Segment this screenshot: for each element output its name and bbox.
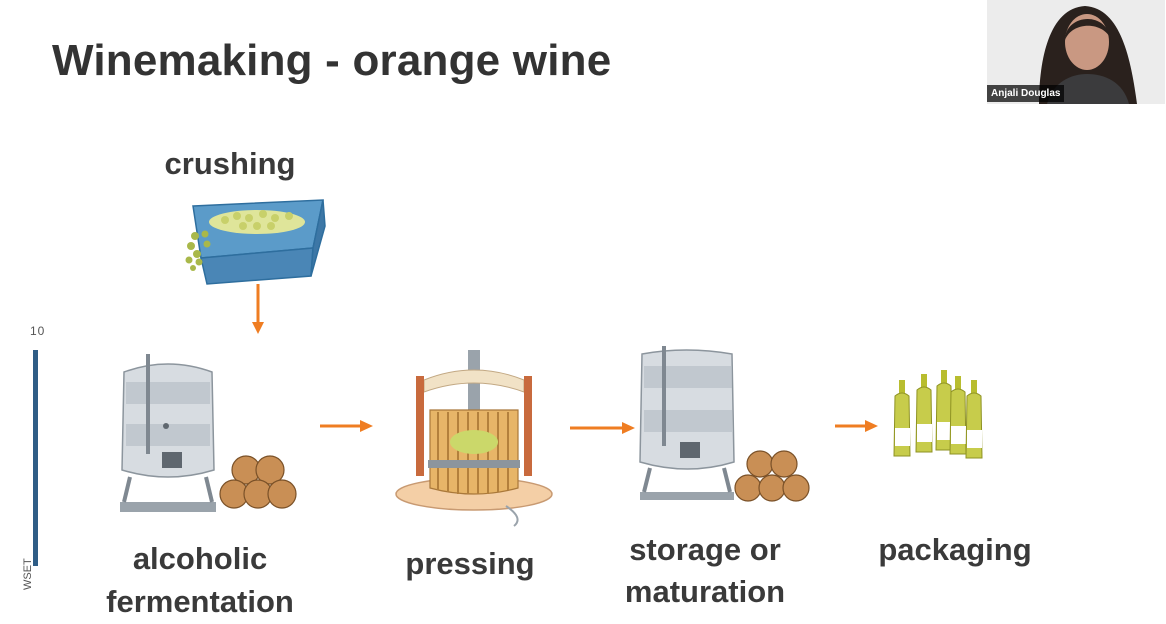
side-accent-bar: [33, 350, 38, 566]
label-storage-line1: storage or: [629, 532, 781, 567]
wset-side-logo: WSET: [22, 558, 34, 590]
arrow-right-storage-to-packaging: [835, 420, 878, 432]
wine-bottles-illustration: [893, 370, 983, 459]
participant-video-tile[interactable]: [987, 0, 1165, 104]
label-pressing: pressing: [405, 546, 535, 581]
label-fermentation-line1: alcoholic: [132, 541, 268, 576]
participant-avatar-icon: [987, 0, 1165, 104]
label-fermentation-line2: fermentation: [106, 584, 294, 619]
slide-title: Winemaking - orange wine: [52, 36, 612, 85]
storage-tank-barrels-illustration: [639, 346, 810, 502]
label-packaging: packaging: [878, 532, 1032, 567]
label-storage-line2: maturation: [624, 574, 786, 609]
label-crushing: crushing: [164, 146, 296, 181]
arrow-right-fermentation-to-pressing: [320, 420, 373, 432]
arrow-down-crushing-to-fermentation: [252, 284, 264, 334]
arrow-right-pressing-to-storage: [570, 422, 635, 434]
participant-name-tag: Anjali Douglas: [987, 85, 1065, 102]
page-number: 10: [30, 324, 46, 338]
steel-tank-barrels-illustration: [120, 354, 297, 512]
basket-press-illustration: [395, 350, 553, 527]
grape-crate-illustration: [185, 199, 326, 285]
